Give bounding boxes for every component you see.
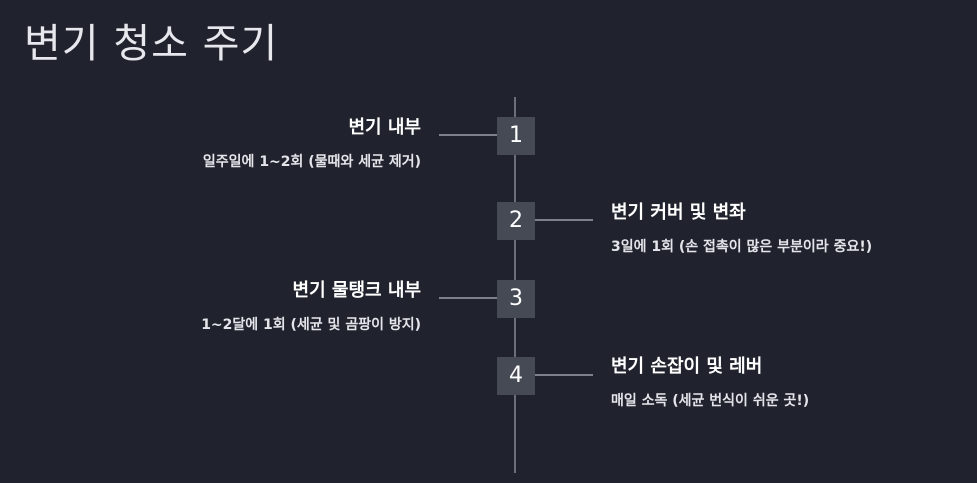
connector-step-2	[535, 219, 593, 221]
step-3-number-box: 3	[497, 280, 535, 318]
step-3-description: 1~2달에 1회 (세균 및 곰팡이 방지)	[201, 317, 421, 333]
connector-step-4	[535, 374, 593, 376]
connector-step-1	[439, 134, 497, 136]
step-4-number-box: 4	[497, 357, 535, 395]
step-2-title: 변기 커버 및 변좌	[611, 202, 746, 223]
page-title: 변기 청소 주기	[24, 21, 279, 67]
step-4-description: 매일 소독 (세균 번식이 쉬운 곳!)	[611, 393, 810, 409]
step-3-title: 변기 물탱크 내부	[292, 280, 421, 301]
step-4-title: 변기 손잡이 및 레버	[611, 356, 763, 377]
step-2-label: 변기 커버 및 변좌 3일에 1회 (손 접촉이 많은 부분이라 중요!)	[611, 201, 977, 257]
step-3-label: 변기 물탱크 내부 1~2달에 1회 (세균 및 곰팡이 방지)	[21, 279, 421, 335]
connector-step-3	[439, 297, 497, 299]
step-1-title: 변기 내부	[348, 117, 421, 138]
step-4-label: 변기 손잡이 및 레버 매일 소독 (세균 번식이 쉬운 곳!)	[611, 355, 977, 411]
step-2-number-box: 2	[497, 202, 535, 240]
step-2-description: 3일에 1회 (손 접촉이 많은 부분이라 중요!)	[611, 239, 873, 255]
step-1-label: 변기 내부 일주일에 1~2회 (물때와 세균 제거)	[21, 116, 421, 172]
step-1-number-box: 1	[497, 117, 535, 155]
step-1-description: 일주일에 1~2회 (물때와 세균 제거)	[202, 154, 421, 170]
